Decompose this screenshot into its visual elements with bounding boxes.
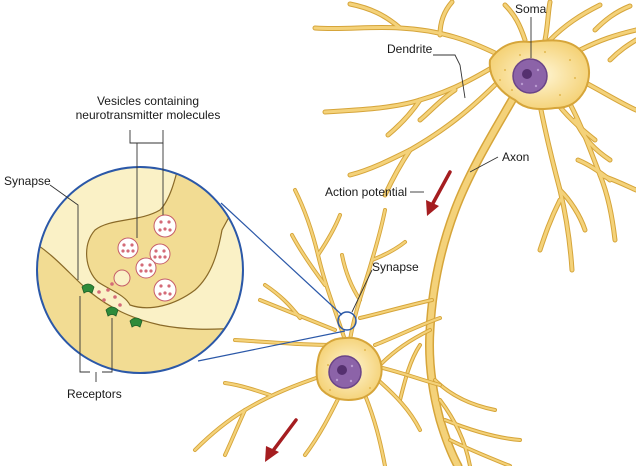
upper-soma-speckles xyxy=(499,51,576,96)
zoom-connector-lines xyxy=(197,202,346,362)
lower-dendrites-fill xyxy=(193,188,442,466)
label-synapse-left: Synapse xyxy=(4,174,51,188)
label-synapse-right: Synapse xyxy=(372,260,419,274)
lower-neuron xyxy=(193,188,442,466)
label-receptors: Receptors xyxy=(67,387,122,401)
lower-nucleolus xyxy=(337,365,347,375)
red-arrow-down-left-icon xyxy=(265,418,298,462)
label-vesicles-line1: Vesicles containing xyxy=(96,94,200,108)
upper-nucleolus xyxy=(522,69,532,79)
upper-dendrites-fill xyxy=(313,0,636,272)
label-axon: Axon xyxy=(502,150,530,164)
red-arrow-down-left-icon xyxy=(426,170,452,216)
upper-neuron xyxy=(312,0,636,466)
label-action-potential: Action potential xyxy=(325,185,408,199)
synapse-highlight-circle xyxy=(337,311,357,331)
label-vesicles-line2: neurotransmitter molecules xyxy=(75,108,221,122)
receptors xyxy=(81,283,143,328)
leader-lines xyxy=(49,17,532,382)
label-soma: Soma xyxy=(515,2,547,16)
axon-fill xyxy=(426,92,518,466)
zoom-inset xyxy=(36,166,244,374)
label-dendrite: Dendrite xyxy=(387,42,433,56)
postsynaptic-membrane xyxy=(37,238,241,373)
vesicle-molecules xyxy=(97,220,172,307)
